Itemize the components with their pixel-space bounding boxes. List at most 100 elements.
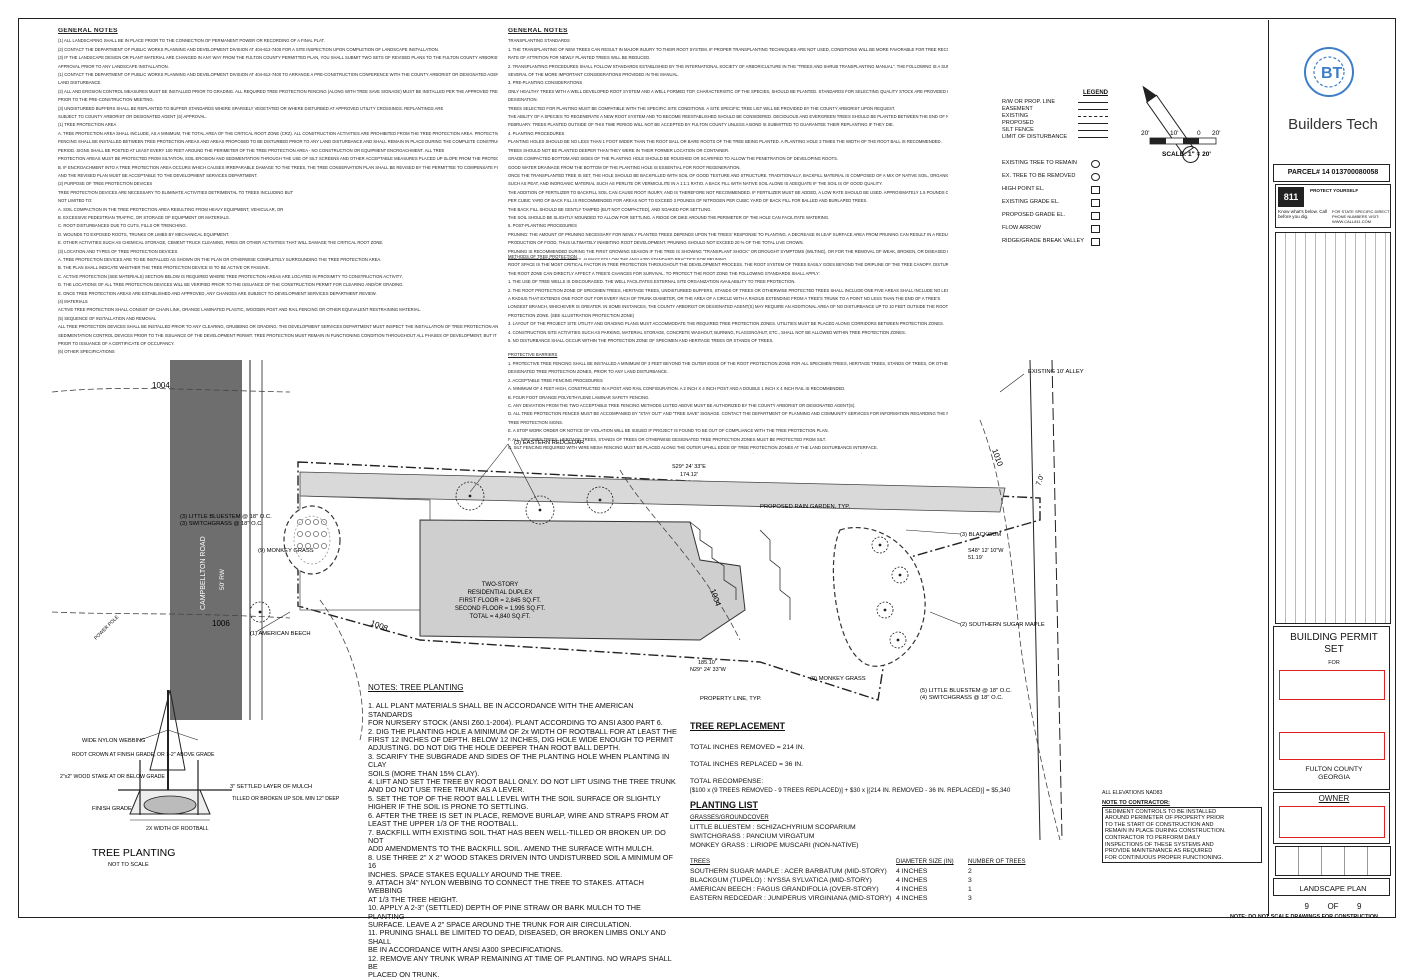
legend-title: LEGEND	[1002, 90, 1108, 97]
tree-name: EASTERN REDCEDAR : JUNIPERUS VIRGINIANA …	[690, 894, 896, 903]
bearing-label: S48° 12' 10"W	[968, 548, 1004, 554]
legend-symbol-icon	[1078, 130, 1108, 131]
row-label: 50' RW	[219, 568, 226, 590]
call811-below: Know what's below. Call before you dig.	[1278, 209, 1332, 219]
distance-label: 174.12'	[680, 472, 698, 478]
legend-label: SILT FENCE	[1002, 127, 1034, 134]
recompense-label: TOTAL RECOMPENSE:	[690, 777, 1090, 786]
label-monkey-grass-2: (9) MONKEY GRASS	[810, 676, 866, 682]
legend-item: RIDGE/GRADE BREAK VALLEY	[1002, 235, 1108, 248]
planting-note-line: 9. ATTACH 3/4" NYLON WEBBING TO CONNECT …	[368, 879, 678, 896]
legend-symbol-icon	[1078, 102, 1108, 103]
elevations-note: ALL ELEVATIONS NAD83	[1102, 790, 1162, 796]
permit-set-title: BUILDING PERMIT SET	[1289, 632, 1379, 656]
tree-row: BLACKGUM (TUPELO) : NYSSA SYLVATICA (MID…	[690, 876, 1090, 885]
inches-replaced: TOTAL INCHES REPLACED = 36 IN.	[690, 760, 1090, 769]
tree-trunk-icon	[899, 574, 902, 577]
detail-label: WIDE NYLON WEBBING	[82, 738, 145, 744]
permit-field[interactable]	[1279, 670, 1385, 700]
sheet-number: 9 OF 9	[1277, 902, 1389, 911]
owner-label: OWNER	[1309, 794, 1359, 803]
legend-item: LIMIT OF DISTURBANCE	[1002, 134, 1108, 141]
sheet-title: LANDSCAPE PLAN	[1277, 884, 1389, 893]
label-monkey-grass: (9) MONKEY GRASS	[258, 548, 314, 554]
tree-dia: 4 INCHES	[896, 885, 968, 894]
sheet-info-grid	[1275, 846, 1391, 876]
legend-symbol-icon	[1091, 199, 1100, 207]
legend-item: EXISTING	[1002, 113, 1108, 120]
groundcover-header: GRASSES/GROUNDCOVER	[690, 814, 1090, 823]
detail-label: FINISH GRADE	[92, 806, 132, 812]
legend-symbol-icon	[1091, 160, 1100, 168]
tree-num: 1	[968, 885, 1048, 894]
notes-tree-planting-list: 1. ALL PLANT MATERIALS SHALL BE IN ACCOR…	[368, 702, 678, 979]
building-label: SECOND FLOOR = 1,995 SQ.FT.	[455, 606, 546, 612]
tree-trunk-icon	[539, 509, 542, 512]
legend-item: EXISTING GRADE EL.	[1002, 196, 1108, 209]
road-label: CAMPBELLTON ROAD	[200, 536, 207, 610]
driveway	[300, 472, 1005, 512]
legend-symbol-icon	[1078, 116, 1108, 117]
tree-row: AMERICAN BEECH : FAGUS GRANDIFOLIA (OVER…	[690, 885, 1090, 894]
legend-item: SILT FENCE	[1002, 127, 1108, 134]
county-label: FULTON COUNTY GEORGIA	[1303, 766, 1365, 782]
label-existing-alley: EXISTING 10' ALLEY	[1028, 369, 1084, 375]
label-little-bluestem-2: (5) LITTLE BLUESTEM @ 18" O.C.	[920, 688, 1012, 694]
logo-icon: BT	[1299, 42, 1359, 102]
tree-trunk-icon	[897, 639, 900, 642]
call811-badge: 811	[1278, 187, 1304, 207]
planting-note-line: 12. REMOVE ANY TRUNK WRAP REMAINING AT T…	[368, 955, 678, 972]
contractor-note-line: SEDIMENT CONTROLS TO BE INSTALLED	[1105, 809, 1259, 816]
inches-removed: TOTAL INCHES REMOVED = 214 IN.	[690, 743, 1090, 752]
planting-note-line: BE IN ACCORDANCE WITH ANSI A300 SPECIFIC…	[368, 946, 678, 954]
label-power-pole: POWER POLE	[93, 614, 120, 641]
permit-field-2[interactable]	[1279, 732, 1385, 760]
legend-item: EXISTING TREE TO REMAIN	[1002, 157, 1108, 170]
contractor-note-line: CONTRACTOR TO PERFORM DAILY	[1105, 835, 1259, 842]
trees-header: TREES	[690, 858, 896, 867]
tree-dia: 4 INCHES	[896, 876, 968, 885]
tree-replacement: TREE REPLACEMENT TOTAL INCHES REMOVED = …	[690, 722, 1090, 903]
sheet-of: OF	[1327, 902, 1338, 911]
svg-text:BT: BT	[1321, 65, 1343, 82]
revision-grid	[1275, 232, 1391, 624]
owner-field[interactable]	[1279, 806, 1385, 838]
contour-label: 1006	[212, 619, 230, 628]
detail-label: 2"x2" WOOD STAKE AT OR BELOW GRADE	[60, 774, 165, 780]
parcel-number: PARCEL# 14 013700080058	[1275, 169, 1391, 176]
legend-symbol-icon	[1078, 109, 1108, 110]
call811-state: FOR STATE SPECIFIC DIRECT PHONE NUMBERS …	[1332, 209, 1390, 224]
building-footprint	[420, 520, 745, 640]
distance-label: 51.19'	[968, 555, 983, 561]
scale-label-1: 10'	[1170, 130, 1178, 137]
permit-for: FOR	[1309, 660, 1359, 666]
building-label: RESIDENTIAL DUPLEX	[468, 590, 533, 596]
legend-label: R/W OR PROP. LINE	[1002, 99, 1055, 106]
legend-label: HIGH POINT EL.	[1002, 186, 1044, 193]
planting-note-line: 1. ALL PLANT MATERIALS SHALL BE IN ACCOR…	[368, 702, 678, 719]
drawing-sheet: GENERAL NOTES (1) ALL LANDSCAPING SHALL …	[0, 0, 1404, 934]
contractor-note-line: REMAIN IN PLACE DURING CONSTRUCTION.	[1105, 828, 1259, 835]
legend-symbol-icon	[1091, 238, 1100, 246]
trees-list: SOUTHERN SUGAR MAPLE : ACER BARBATUM (MI…	[690, 867, 1090, 903]
label-eastern-redcedar: (3) EASTERN REDCEDAR	[514, 440, 584, 446]
detail-title: TREE PLANTING	[92, 847, 175, 859]
legend-item: PROPOSED GRADE EL.	[1002, 209, 1108, 222]
planting-note-line: 10. APPLY A 2-3" (SETTLED) DEPTH OF PINE…	[368, 904, 678, 921]
legend-symbol-icon	[1091, 225, 1100, 233]
tree-name: SOUTHERN SUGAR MAPLE : ACER BARBATUM (MI…	[690, 867, 896, 876]
planting-note-line: 7. BACKFILL WITH EXISTING SOIL THAT HAS …	[368, 829, 678, 846]
building-label: TOTAL = 4,840 SQ.FT.	[470, 614, 531, 620]
groundcover-list: LITTLE BLUESTEM : SCHIZACHYRIUM SCOPARIU…	[690, 823, 1090, 850]
legend-label: EXISTING	[1002, 113, 1028, 120]
notes-tree-planting: NOTES: TREE PLANTING 1. ALL PLANT MATERI…	[368, 684, 678, 980]
legend-symbol-icon	[1078, 137, 1108, 138]
contractor-note-line: PROVIDE MAINTENANCE AS REQUIRED	[1105, 848, 1259, 855]
label-property-line: PROPERTY LINE, TYP.	[700, 696, 762, 702]
scale-bar	[1150, 138, 1216, 144]
tree-dia: 4 INCHES	[896, 867, 968, 876]
label-switchgrass-2: (4) SWITCHGRASS @ 18" O.C.	[920, 695, 1003, 701]
contractor-note-line: AROUND PERIMETER OF PROPERTY PRIOR	[1105, 815, 1259, 822]
